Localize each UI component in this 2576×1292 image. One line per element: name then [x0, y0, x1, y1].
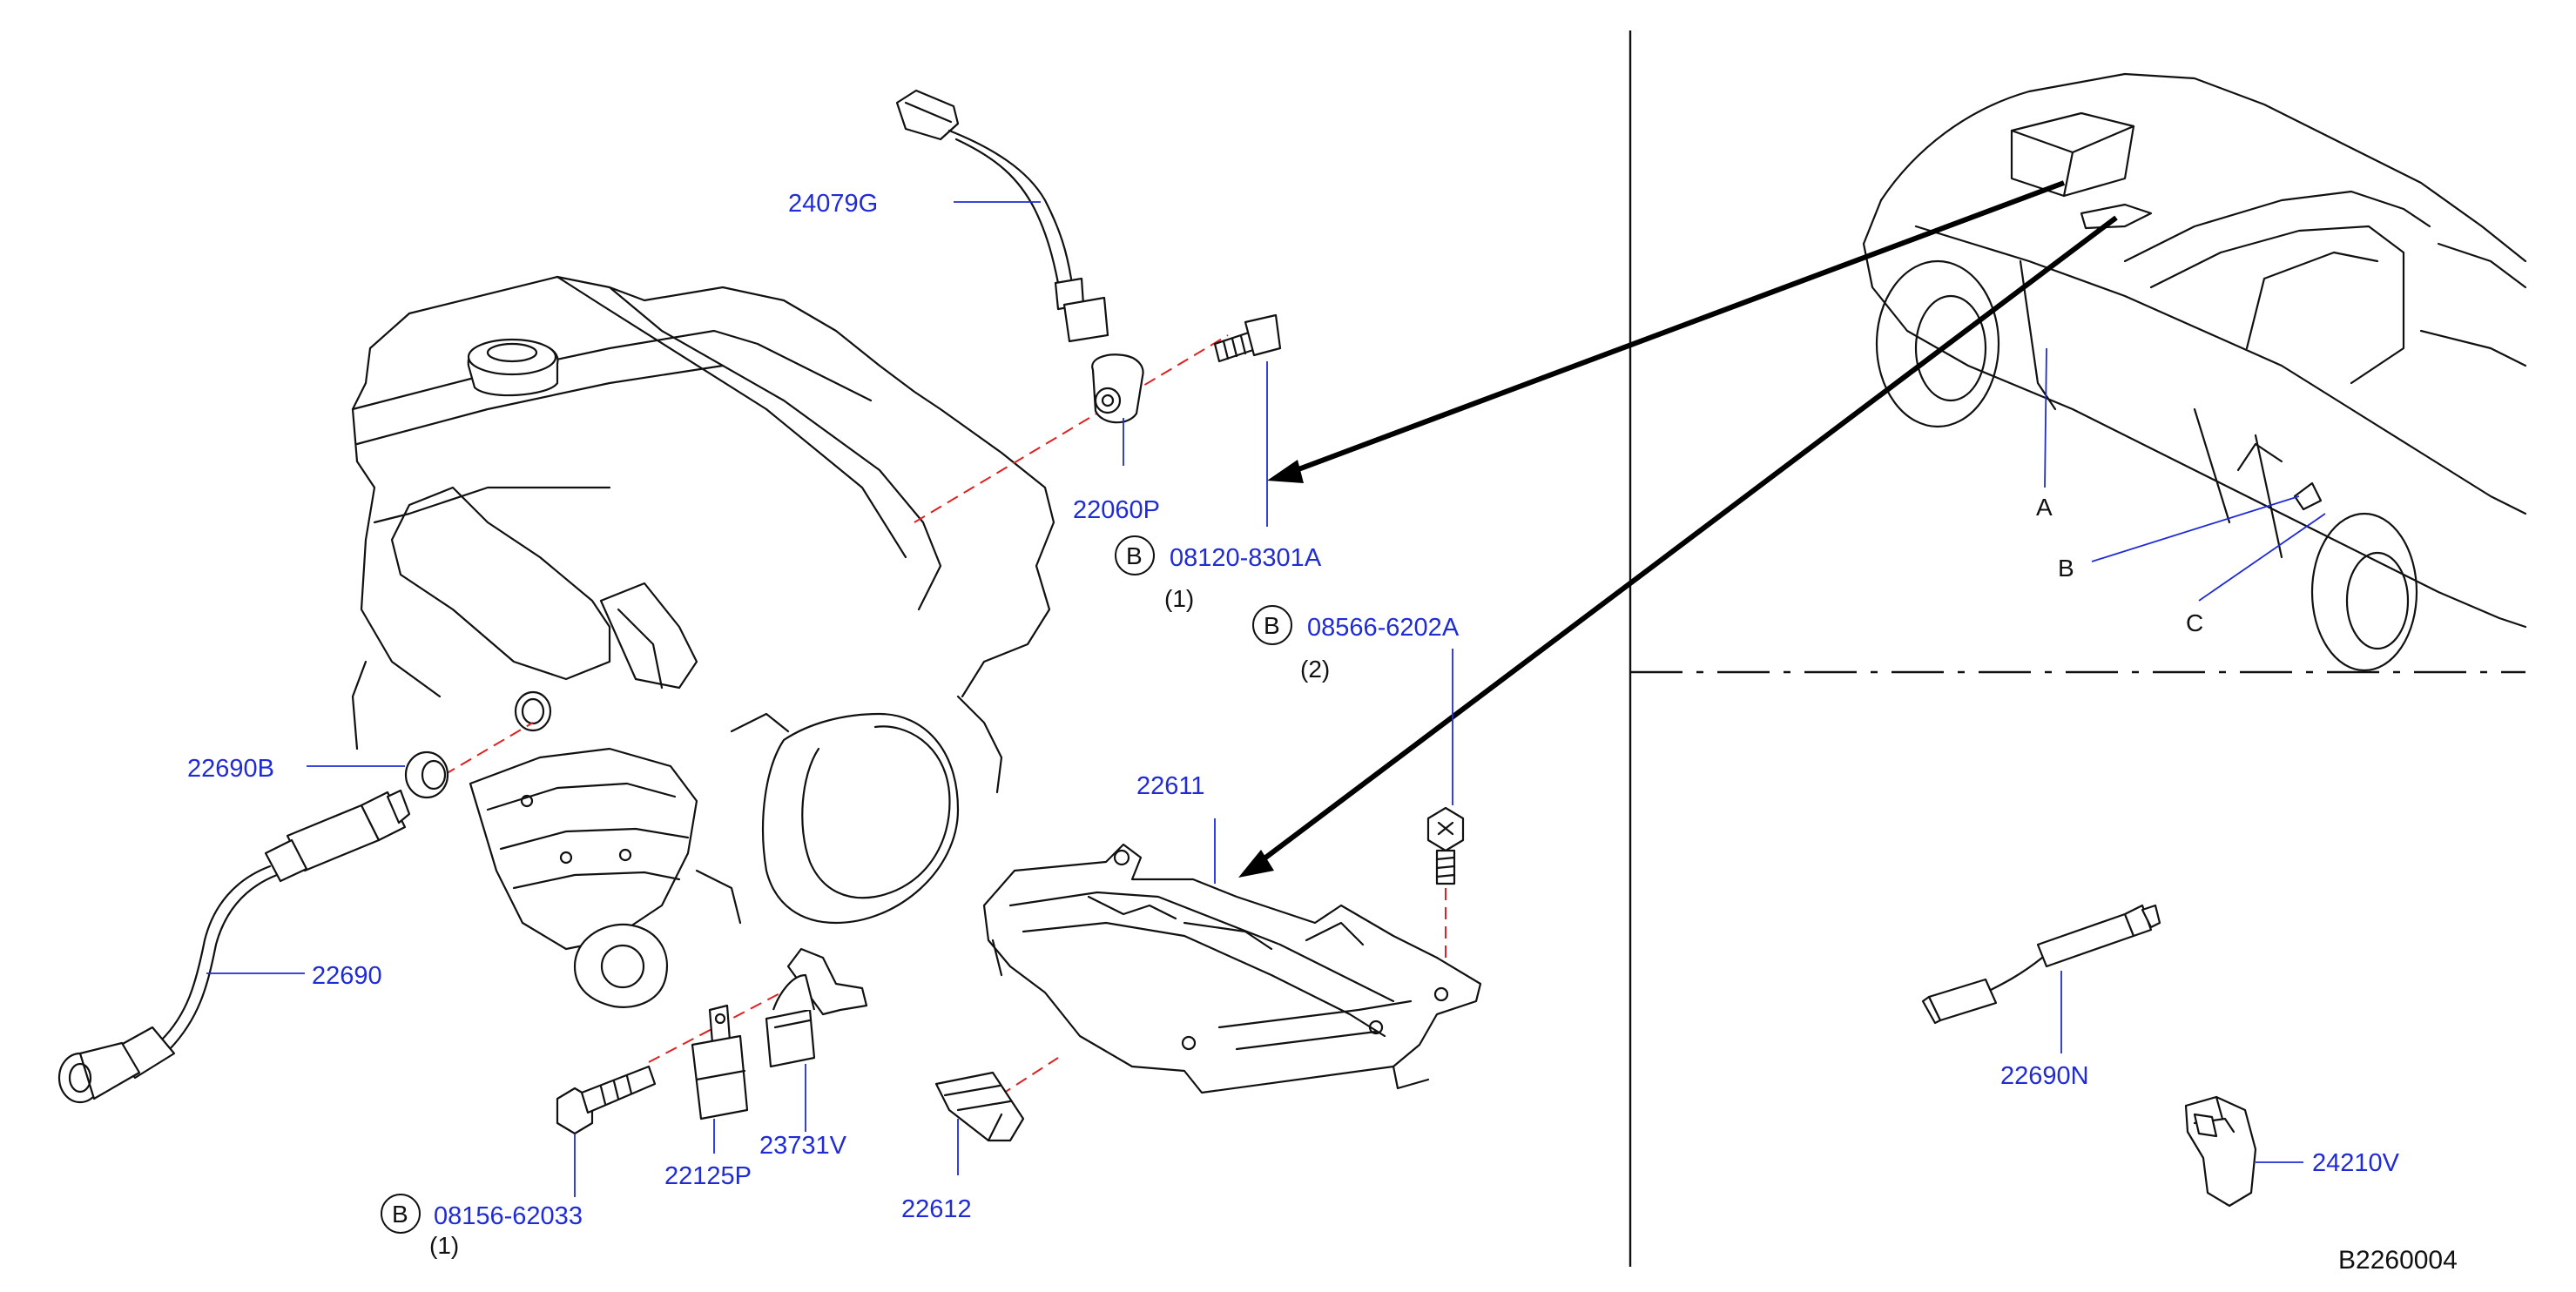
location-arrows [1238, 180, 2118, 878]
label-22690: 22690 [312, 962, 382, 990]
label-08120: 08120-8301A [1170, 544, 1322, 572]
label-08566: 08566-6202A [1307, 614, 1460, 642]
vehicle-ref-b: B [2058, 555, 2074, 582]
bolt-marker-08566-letter: B [1264, 612, 1280, 639]
bolt-marker-08566 [1252, 605, 1292, 645]
label-22611: 22611 [1136, 772, 1205, 800]
install-line-o2-sensor [443, 722, 534, 776]
diagram-code: B2260004 [2338, 1246, 2458, 1275]
vehicle-ref-a: A [2036, 494, 2053, 521]
cam-sensor-23731v [765, 947, 868, 1068]
bolt-marker-08120 [1115, 535, 1155, 575]
bolt-marker-08156-letter: B [392, 1201, 408, 1228]
label-22125p: 22125P [664, 1162, 752, 1190]
qty-08156: (1) [429, 1232, 459, 1259]
label-24210v: 24210V [2312, 1149, 2400, 1177]
sensor-22125p [691, 1004, 749, 1120]
bolt-08566 [1426, 806, 1465, 885]
clip-22612 [934, 1071, 1025, 1142]
bolt-08156 [556, 1065, 657, 1135]
label-22612: 22612 [901, 1195, 972, 1223]
clip-24210v [2184, 1095, 2257, 1208]
knock-sensor-22060p [1091, 353, 1144, 424]
label-08156: 08156-62033 [434, 1202, 583, 1230]
vehicle-illustration [1862, 72, 2527, 672]
grommet-22690b [404, 750, 449, 799]
label-22690b: 22690B [187, 755, 274, 783]
label-22060p: 22060P [1073, 496, 1160, 524]
harness-24079g [895, 89, 1109, 343]
ecm-bracket-22611 [982, 843, 1482, 1094]
bolt-marker-08156 [381, 1194, 421, 1234]
oxygen-sensor-22690 [57, 789, 411, 1104]
qty-08120: (1) [1164, 585, 1194, 612]
sensor-22690n [1921, 904, 2161, 1025]
label-24079g: 24079G [788, 190, 878, 218]
engine-illustration [351, 275, 1055, 1008]
bolt-marker-08120-letter: B [1126, 542, 1143, 569]
label-23731v: 23731V [759, 1132, 847, 1160]
qty-08566: (2) [1300, 656, 1330, 683]
bolt-08120 [1213, 313, 1282, 363]
install-line-knock-sensor [914, 334, 1229, 523]
leader-lines [206, 201, 2326, 1197]
label-22690n: 22690N [2000, 1062, 2089, 1090]
vehicle-ref-c: C [2186, 609, 2203, 636]
install-line-ecm-bracket [983, 1057, 1059, 1107]
